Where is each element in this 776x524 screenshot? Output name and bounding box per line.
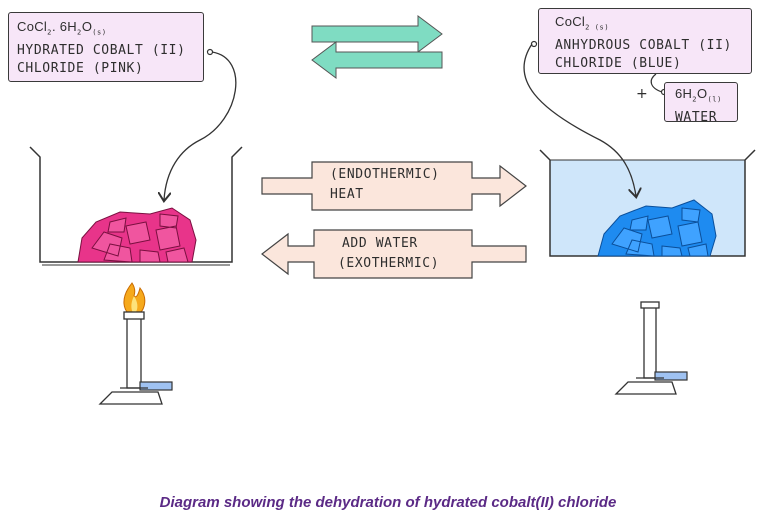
plus-sign: + (636, 86, 648, 102)
left-bunsen-burner (98, 282, 173, 405)
anhydrous-name: ANHYDROUS COBALT (II) (555, 37, 732, 53)
blue-crystals (597, 199, 717, 257)
hydrated-color: CHLORIDE (PINK) (17, 60, 144, 76)
anhydrous-color: CHLORIDE (BLUE) (555, 55, 682, 71)
diagram-caption: Diagram showing the dehydration of hydra… (159, 494, 617, 511)
reverse-arrow-label: ADD WATER (EXOTHERMIC) (338, 236, 440, 271)
forward-arrow-label: (ENDOTHERMIC) HEAT (330, 167, 440, 202)
hydrated-label: CoCl2. 6H2O(s) HYDRATED COBALT (II) CHLO… (8, 12, 204, 82)
hydrated-formula: CoCl2. 6H2O(s) (17, 19, 107, 37)
anhydrous-label: CoCl2 (s) ANHYDROUS COBALT (II) CHLORIDE… (538, 8, 752, 74)
water-label: 6H2O(l) WATER (664, 82, 738, 125)
water-name: WATER (675, 109, 718, 125)
right-bunsen-burner (614, 301, 688, 395)
left-connector (164, 48, 237, 201)
equilibrium-arrows-icon (311, 15, 443, 79)
reverse-arrow-icon (261, 229, 527, 279)
pink-crystals (77, 207, 197, 263)
anhydrous-formula: CoCl2 (s) (555, 14, 610, 32)
right-connector (523, 40, 636, 197)
hydrated-name: HYDRATED COBALT (II) (17, 42, 186, 58)
forward-arrow-icon (261, 161, 527, 211)
water-formula: 6H2O(l) (675, 86, 722, 104)
